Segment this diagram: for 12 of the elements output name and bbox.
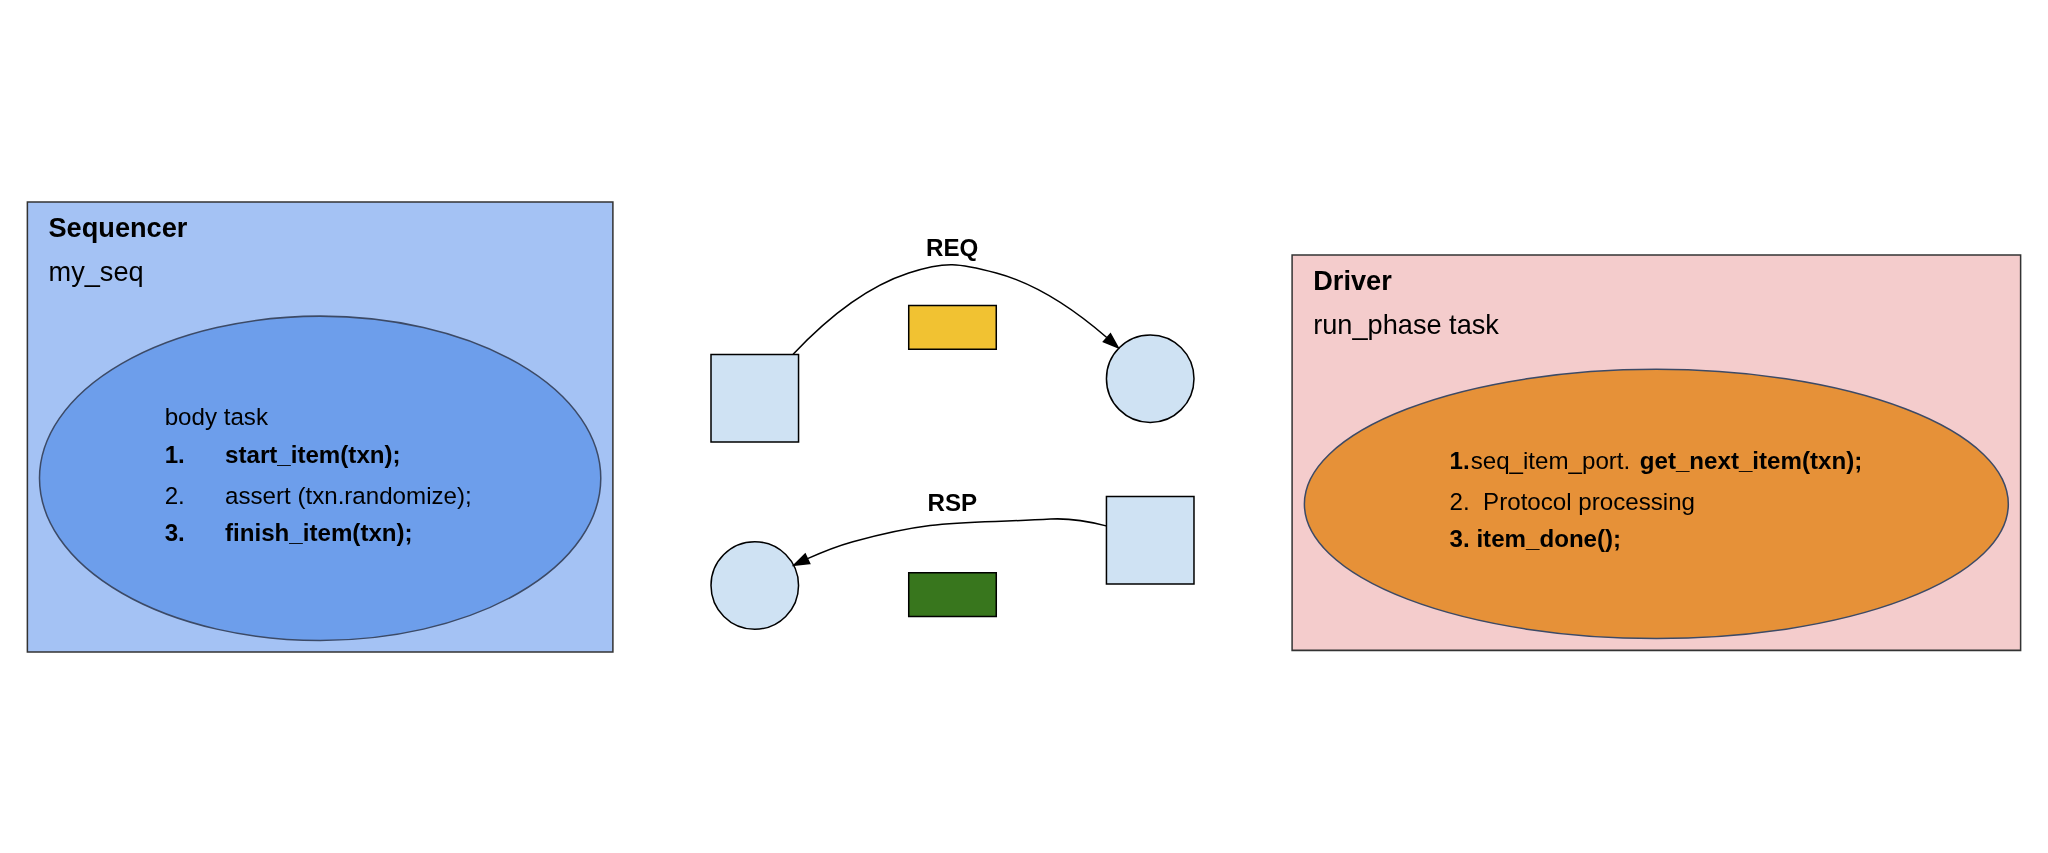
node-ellipse: body task 1. start_item(txn); 2. assert (txn.randomize); 3. finish_item(txn); <box>38 314 602 641</box>
node-circle <box>710 540 800 630</box>
node-box <box>1105 495 1195 585</box>
edge-label: RSP <box>927 488 978 516</box>
node-box <box>710 353 800 443</box>
node-ellipse: 1.seq_item_port. get_next_item(txn); 2. Protocol processing 3. item_done(); <box>1303 368 2010 639</box>
node-box <box>907 304 998 350</box>
edge-label: REQ <box>926 233 979 261</box>
node-box <box>907 571 998 617</box>
node-circle <box>1105 333 1195 423</box>
arrow <box>791 517 1107 566</box>
arrow <box>792 263 1120 355</box>
